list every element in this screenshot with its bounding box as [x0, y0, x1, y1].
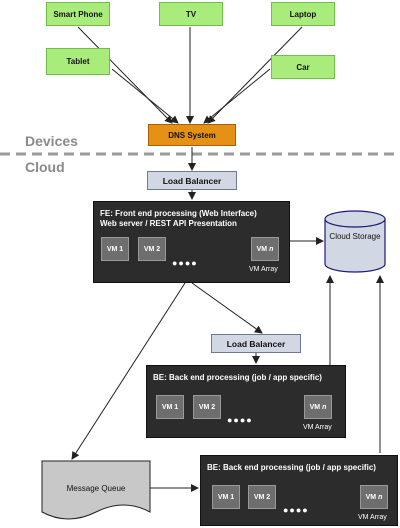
device-laptop-label: Laptop — [289, 9, 317, 19]
be1-vm-1[interactable]: VM 1 — [156, 395, 184, 419]
be2-vm-1[interactable]: VM 1 — [212, 485, 240, 509]
fe-vm-n-label: VM n — [257, 246, 274, 253]
be1-title: BE: Back end processing (job / app speci… — [153, 373, 322, 382]
be1-vm-n-prefix: VM — [309, 403, 323, 411]
load-balancer-top-label: Load Balancer — [162, 175, 222, 186]
section-label-devices: Devices — [25, 133, 78, 149]
device-tablet-label: Tablet — [66, 57, 90, 66]
be1-vm-n[interactable]: VM n — [304, 395, 332, 419]
dns-system-label: DNS System — [168, 130, 216, 140]
be1-panel[interactable]: BE: Back end processing (job / app speci… — [146, 365, 346, 438]
be2-vm-2-label: VM 2 — [253, 493, 271, 501]
arrow-fe-queue — [71, 282, 186, 460]
load-balancer-mid[interactable]: Load Balancer — [211, 334, 301, 353]
fe-vm-n[interactable]: VM n — [251, 237, 279, 261]
be2-vm-1-label: VM 1 — [217, 493, 235, 501]
be2-vm-n-suffix: n — [378, 493, 383, 501]
fe-title-line2: Web server / REST API Presentation — [100, 219, 237, 228]
be2-vm-array-label: VM Array — [358, 514, 387, 521]
device-smart-phone-label: Smart Phone — [53, 9, 103, 19]
device-tablet[interactable]: Tablet — [46, 48, 110, 75]
be1-vm-array-label: VM Array — [303, 424, 332, 431]
arrow-car-dns — [203, 68, 271, 124]
fe-vm-1[interactable]: VM 1 — [101, 237, 129, 261]
arrow-smartphone-dns — [77, 26, 173, 124]
load-balancer-mid-label: Load Balancer — [226, 338, 286, 349]
fe-vm-n-suffix: n — [269, 245, 274, 253]
arrow-tablet-dns — [111, 68, 179, 124]
fe-vm-ellipsis: ●●●● — [172, 258, 198, 268]
arrow-fe-lb — [191, 282, 263, 334]
fe-vm-2[interactable]: VM 2 — [138, 237, 166, 261]
device-laptop[interactable]: Laptop — [271, 2, 335, 26]
dns-system[interactable]: DNS System — [148, 124, 236, 146]
cloud-storage-cylinder — [324, 210, 386, 273]
device-tv-label: TV — [185, 9, 197, 19]
fe-title-line1: FE: Front end processing (Web Interface) — [100, 209, 257, 218]
be1-vm-1-label: VM 1 — [161, 403, 179, 411]
be2-title: BE: Back end processing (job / app speci… — [207, 463, 376, 472]
message-queue-label[interactable]: Message Queue — [66, 484, 126, 493]
load-balancer-top[interactable]: Load Balancer — [147, 171, 237, 190]
device-tv[interactable]: TV — [159, 2, 223, 26]
be1-vm-ellipsis: ●●●● — [227, 415, 253, 425]
be1-vm-n-suffix: n — [322, 403, 327, 411]
be2-vm-n-label: VM n — [366, 494, 383, 501]
be2-vm-ellipsis: ●●●● — [283, 505, 309, 515]
fe-vm-n-prefix: VM — [256, 245, 270, 253]
cloud-storage-label[interactable]: Cloud Storage — [329, 232, 381, 241]
be2-vm-n-prefix: VM — [365, 493, 379, 501]
device-smart-phone[interactable]: Smart Phone — [46, 2, 110, 26]
fe-vm-2-label: VM 2 — [143, 245, 161, 253]
device-car[interactable]: Car — [271, 55, 335, 79]
be2-vm-n[interactable]: VM n — [360, 485, 388, 509]
fe-vm-array-label: VM Array — [249, 266, 278, 273]
fe-vm-1-label: VM 1 — [106, 245, 124, 253]
be1-vm-2[interactable]: VM 2 — [193, 395, 221, 419]
fe-panel[interactable]: FE: Front end processing (Web Interface)… — [93, 201, 290, 283]
be1-vm-2-label: VM 2 — [198, 403, 216, 411]
message-queue-shape — [41, 460, 151, 520]
be1-vm-n-label: VM n — [310, 404, 327, 411]
be2-panel[interactable]: BE: Back end processing (job / app speci… — [200, 455, 398, 526]
device-car-label: Car — [296, 62, 310, 72]
section-label-cloud: Cloud — [25, 159, 65, 175]
be2-vm-2[interactable]: VM 2 — [248, 485, 276, 509]
